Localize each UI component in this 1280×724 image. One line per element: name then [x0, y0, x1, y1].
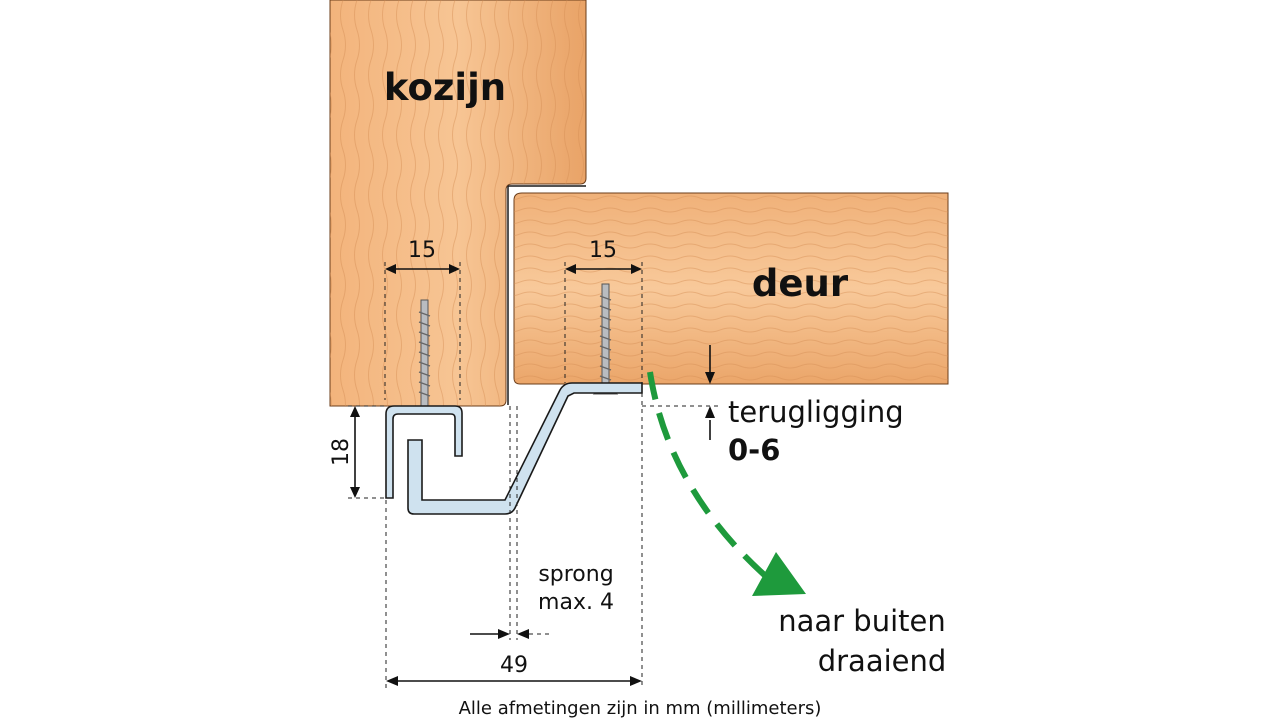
offset-line2: max. 4 — [538, 590, 614, 615]
door-label: deur — [752, 262, 849, 305]
width-total-value: 49 — [500, 653, 528, 678]
direction-line2: draaiend — [818, 644, 947, 678]
swing-arrow-icon — [647, 371, 806, 596]
dimension-offset: sprong max. 4 — [470, 406, 614, 640]
door-wood — [513, 192, 949, 385]
frame-label: kozijn — [384, 66, 506, 109]
dim-height-value: 18 — [329, 438, 354, 466]
recess-value: 0-6 — [728, 433, 780, 467]
dimension-frame-screw: 15 — [384, 238, 461, 400]
dim-frame-screw-value: 15 — [408, 238, 436, 263]
dimension-door-screw: 15 — [564, 238, 643, 383]
recess-title: terugligging — [728, 395, 904, 429]
dimension-total-width: 49 — [385, 393, 643, 688]
dimension-recess: terugligging 0-6 — [642, 345, 904, 467]
dim-door-screw-value: 15 — [589, 238, 617, 263]
direction-line1: naar buiten — [778, 604, 946, 638]
units-note: Alle afmetingen zijn in mm (millimeters) — [459, 698, 822, 719]
offset-line1: sprong — [538, 562, 613, 587]
metal-profile — [385, 382, 643, 515]
frame-wood — [329, 0, 587, 407]
dimension-height: 18 — [329, 405, 386, 499]
